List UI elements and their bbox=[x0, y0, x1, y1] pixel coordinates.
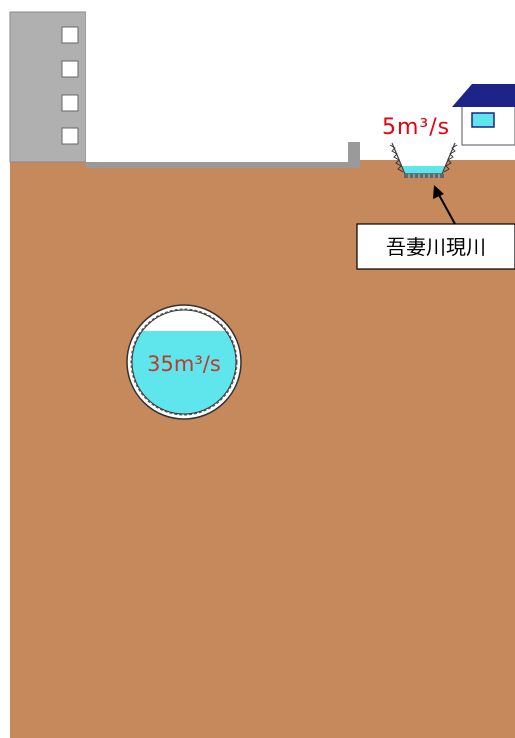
river-revetment-left bbox=[389, 144, 404, 173]
house-window bbox=[471, 112, 495, 128]
river-channel bbox=[389, 142, 458, 178]
callout-arrow bbox=[437, 192, 456, 225]
house bbox=[452, 84, 515, 146]
building-window bbox=[61, 94, 79, 112]
tunnel-flow-value: 35 bbox=[147, 352, 174, 376]
building-window bbox=[61, 60, 79, 78]
river-flow-label: 5m³/s bbox=[382, 115, 450, 140]
house-roof bbox=[452, 84, 515, 107]
building bbox=[9, 11, 87, 163]
building-window bbox=[61, 26, 79, 44]
river-flow-value: 5 bbox=[382, 115, 397, 140]
river-revetment-right bbox=[443, 144, 458, 173]
river-flow-unit: m³/s bbox=[397, 115, 450, 140]
callout-label: 吾妻川現川 bbox=[386, 235, 486, 259]
tunnel-flow-unit: m³/s bbox=[174, 352, 221, 376]
building-window bbox=[61, 127, 79, 145]
excavation-pit bbox=[86, 0, 515, 168]
tunnel: 35m³/s bbox=[126, 304, 242, 420]
excavation-lining bbox=[86, 142, 360, 168]
callout-box: 吾妻川現川 bbox=[356, 223, 515, 270]
callout-arrowhead bbox=[433, 185, 444, 199]
tunnel-flow-label: 35m³/s bbox=[147, 352, 221, 376]
